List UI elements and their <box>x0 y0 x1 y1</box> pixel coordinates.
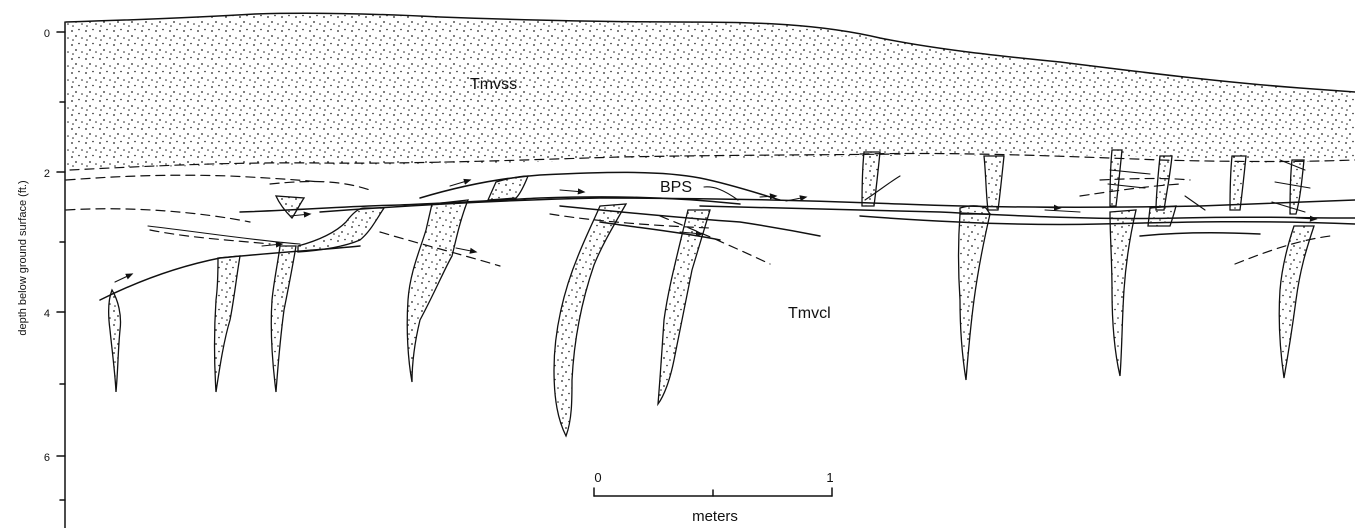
bps-leader-line <box>704 187 738 200</box>
axis-tick-6: 6 <box>44 452 50 464</box>
axis-tick-4: 4 <box>44 308 50 320</box>
axis-tick-0: 0 <box>44 28 50 40</box>
depth-axis: 0 2 4 6 depth below ground surface (ft.) <box>17 22 65 528</box>
axis-tick-2: 2 <box>44 168 50 180</box>
scale-bar-start: 0 <box>594 470 601 485</box>
unit-label-bps: BPS <box>660 179 692 196</box>
scale-bar-unit: meters <box>692 508 738 525</box>
clastic-dikes <box>109 150 1314 436</box>
unit-label-tmvcl: Tmvcl <box>788 305 831 322</box>
unit-label-tmvss: Tmvss <box>470 76 517 93</box>
scale-bar: 0 1 meters <box>594 470 834 525</box>
tmvss-unit <box>66 13 1355 170</box>
axis-label: depth below ground surface (ft.) <box>17 180 29 335</box>
scale-bar-end: 1 <box>826 470 833 485</box>
